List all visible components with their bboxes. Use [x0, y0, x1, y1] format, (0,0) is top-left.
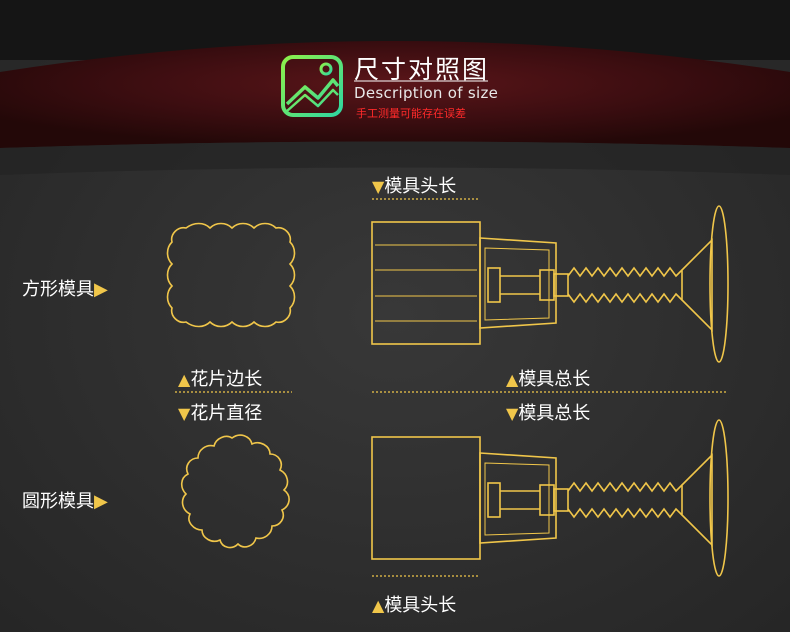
label-petal-side-length: ▲花片边长 — [178, 369, 263, 390]
image-icon — [281, 55, 343, 117]
page-title: 尺寸对照图 — [354, 55, 490, 84]
round-petal-outline — [180, 434, 290, 549]
arrow-up-icon: ▲ — [506, 370, 519, 389]
label-mold-total-length-upper: ▲模具总长 — [506, 369, 591, 390]
label-petal-diameter: ▼花片直径 — [178, 403, 263, 424]
header-banner — [0, 41, 790, 148]
label-mold-total-length-lower: ▼模具总长 — [506, 403, 591, 424]
arrow-up-icon: ▲ — [178, 370, 191, 389]
arrow-right-icon: ▶ — [94, 491, 108, 512]
arrow-right-icon: ▶ — [94, 279, 108, 300]
mold-upper — [371, 205, 729, 363]
arrow-down-icon: ▼ — [372, 177, 385, 196]
measurement-note: 手工测量可能存在误差 — [356, 107, 466, 120]
banner-shadow — [0, 141, 790, 175]
label-square-mold: 方形模具▶ — [22, 279, 108, 300]
square-petal-outline — [166, 222, 296, 328]
arrow-up-icon: ▲ — [372, 596, 385, 615]
label-mold-head-length-bottom: ▲模具头长 — [372, 595, 457, 616]
label-mold-head-length-top: ▼模具头长 — [372, 176, 457, 197]
page-subtitle: Description of size — [354, 84, 499, 102]
arrow-down-icon: ▼ — [178, 404, 191, 423]
label-round-mold: 圆形模具▶ — [22, 491, 108, 512]
mold-lower — [371, 419, 729, 577]
arrow-down-icon: ▼ — [506, 404, 519, 423]
